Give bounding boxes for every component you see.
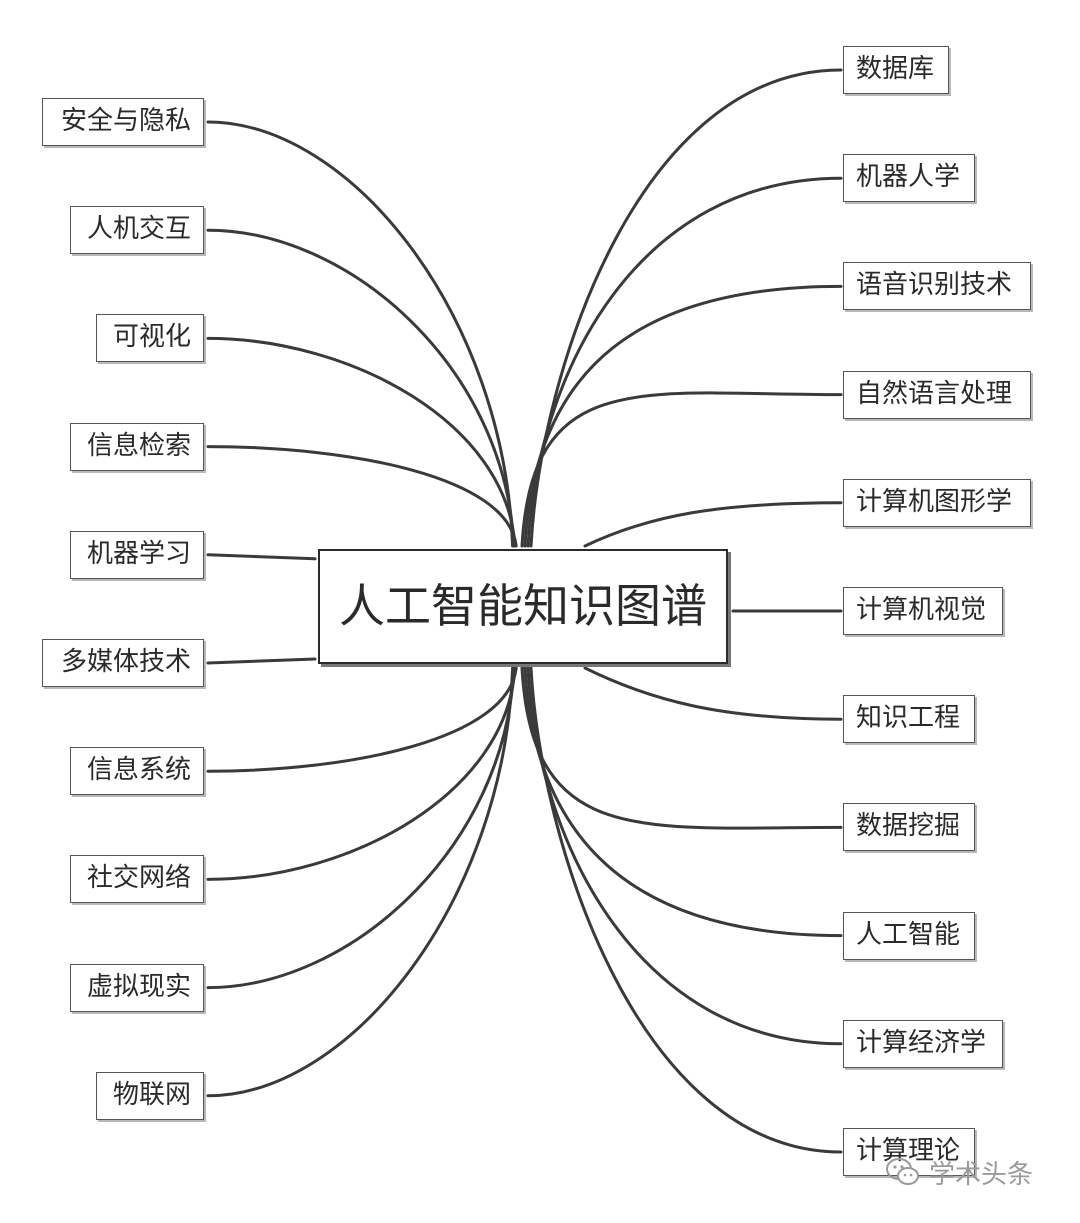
left-branch-node: 人机交互: [70, 206, 204, 255]
left-branch-node: 多媒体技术: [42, 639, 204, 687]
right-connector: [526, 176, 843, 548]
left-connector: [206, 657, 317, 665]
left-branch-node: 安全与隐私: [42, 98, 204, 146]
left-branch-node: 信息系统: [70, 747, 204, 796]
center-topic-label: 人工智能知识图谱: [339, 579, 707, 633]
right-branch-node: 计算机图形学: [843, 478, 1031, 527]
right-branch-node: 自然语言处理: [843, 370, 1031, 419]
right-branch-node: 人工智能: [843, 911, 975, 960]
right-connector: [529, 666, 843, 1154]
center-topic: 人工智能知识图谱: [318, 549, 728, 664]
right-branch-node: 数据库: [843, 46, 949, 94]
right-branch-node: 计算经济学: [843, 1019, 1003, 1068]
left-connector: [206, 553, 317, 561]
right-connector: [523, 284, 843, 548]
watermark: 学术头条: [885, 1154, 1033, 1190]
right-branch-node: 语音识别技术: [843, 262, 1031, 311]
right-branch-node: 数据挖掘: [843, 803, 975, 852]
left-branch-node: 虚拟现实: [70, 963, 204, 1012]
right-branch-node: 计算机视觉: [843, 587, 1003, 635]
left-branch-node: 可视化: [96, 314, 204, 363]
wechat-icon: [885, 1157, 921, 1187]
right-connector: [520, 391, 843, 548]
right-connector: [583, 501, 843, 548]
right-branch-node: 知识工程: [843, 695, 975, 744]
right-connector: [583, 666, 843, 721]
left-connector: [206, 666, 516, 990]
left-branch-node: 信息检索: [70, 422, 204, 471]
left-connector: [206, 445, 518, 548]
left-branch-node: 物联网: [96, 1071, 204, 1120]
left-connector: [206, 666, 518, 773]
watermark-text: 学术头条: [929, 1159, 1034, 1190]
left-connector: [206, 228, 516, 548]
right-connector: [526, 666, 843, 1046]
left-connector: [206, 120, 515, 548]
left-branch-node: 机器学习: [70, 530, 204, 579]
right-connector: [529, 68, 843, 548]
right-connector: [520, 666, 843, 830]
right-branch-node: 机器人学: [843, 154, 975, 203]
left-connector: [206, 666, 517, 881]
left-connector: [206, 336, 517, 548]
left-connector: [206, 666, 515, 1098]
left-branch-node: 社交网络: [70, 855, 204, 904]
right-branch-node: 计算理论: [843, 1128, 975, 1176]
right-connector: [523, 666, 843, 938]
